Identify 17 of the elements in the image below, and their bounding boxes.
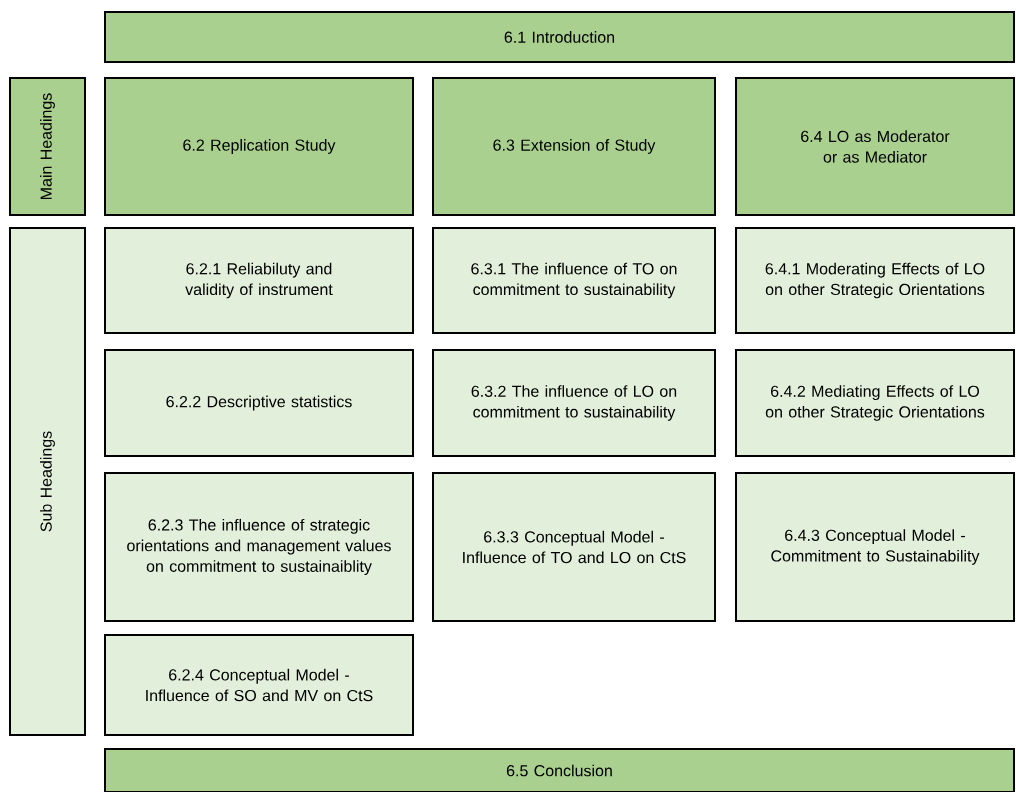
subheading-box: 6.4.2 Mediating Effects of LO on other Strategic Orientations	[735, 349, 1015, 457]
subheading-box: 6.3.1 The influence of TO on commitment to sustainability	[432, 227, 716, 334]
subheading-box: 6.4.1 Moderating Effects of LO on other Strategic Orientations	[735, 227, 1015, 334]
heading-box: 6.2 Replication Study	[104, 77, 414, 216]
subheading-box: 6.2.2 Descriptive statistics	[104, 349, 414, 457]
row-label-box: Sub Headings	[9, 227, 86, 736]
subheading-box: 6.3.2 The influence of LO on commitment to sustainability	[432, 349, 716, 457]
section-band: 6.5 Conclusion	[104, 748, 1015, 792]
heading-box: 6.4 LO as Moderator or as Mediator	[735, 77, 1015, 216]
row-label-box: Main Headings	[9, 77, 86, 216]
subheading-box: 6.4.3 Conceptual Model - Commitment to Sustainability	[735, 472, 1015, 622]
section-band: 6.1 Introduction	[104, 11, 1015, 63]
subheading-box: 6.2.1 Reliabiluty and validity of instrument	[104, 227, 414, 334]
heading-box: 6.3 Extension of Study	[432, 77, 716, 216]
subheading-box: 6.2.4 Conceptual Model - Influence of SO and MV on CtS	[104, 634, 414, 736]
subheading-box: 6.3.3 Conceptual Model - Influence of TO and LO on CtS	[432, 472, 716, 622]
subheading-box: 6.2.3 The influence of strategic orientations and management values on commitment to sustainaiblity	[104, 472, 414, 622]
